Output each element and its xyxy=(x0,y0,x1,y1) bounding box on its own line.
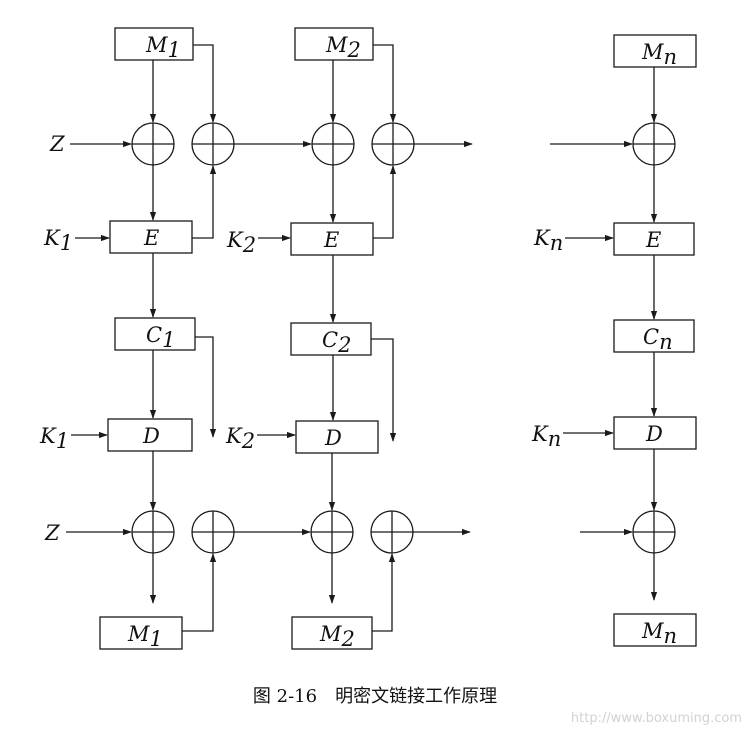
column-2: M2 E C2 D M2 xyxy=(290,27,415,651)
decrypt-box-2 xyxy=(295,420,379,454)
m1-feed-arrow xyxy=(193,44,217,123)
c2-branch-arrow xyxy=(371,338,397,442)
xor-enc-2a xyxy=(311,122,355,166)
mn-input-box xyxy=(613,34,697,68)
xor-enc-1a xyxy=(131,122,175,166)
xor-dec-2a xyxy=(310,510,354,554)
decrypt-label-n: D xyxy=(645,422,663,446)
c2-cipher-box xyxy=(290,322,372,356)
c1-branch-arrow xyxy=(195,336,217,438)
mn-input-label: Mn xyxy=(641,40,677,69)
z-label-encrypt: Z xyxy=(49,132,65,156)
encrypt-label-n: E xyxy=(645,228,661,252)
decrypt-box-n xyxy=(613,416,697,450)
xor-dec-2b xyxy=(370,510,414,554)
kn-label-encrypt: Kn xyxy=(533,226,563,255)
k1-label-encrypt: K1 xyxy=(43,226,73,255)
m1-input-box xyxy=(114,27,194,61)
cn-cipher-label: Cn xyxy=(643,325,673,354)
z-label-decrypt: Z xyxy=(44,521,60,545)
mn-output-label: Mn xyxy=(641,619,677,648)
xor-enc-2b xyxy=(371,122,415,166)
cn-cipher-box xyxy=(613,319,695,353)
k2-label-encrypt: K2 xyxy=(226,228,256,257)
k2-label-decrypt: K2 xyxy=(225,424,255,453)
m2-output-box xyxy=(291,616,373,650)
xor-enc-1b xyxy=(191,122,235,166)
m2-output-label: M2 xyxy=(319,622,355,651)
column-1-encryption: M1 E C1 D M1 xyxy=(99,27,235,651)
encrypt-label-1: E xyxy=(143,226,159,250)
m1-output-feedback-arrow xyxy=(182,553,217,632)
e1-feedback-arrow xyxy=(192,165,217,239)
decrypt-label-1: D xyxy=(142,424,160,448)
decrypt-label-2: D xyxy=(324,426,342,450)
m2-input-label: M2 xyxy=(325,33,361,62)
xor-enc-n xyxy=(632,122,676,166)
c1-cipher-box xyxy=(114,317,196,351)
encrypt-box-1 xyxy=(109,220,193,254)
m2-output-feedback-arrow xyxy=(372,553,396,632)
kn-label-decrypt: Kn xyxy=(531,422,561,451)
encrypt-box-2 xyxy=(290,222,374,256)
watermark-text: http://www.boxuming.com xyxy=(571,711,742,726)
m2-input-box xyxy=(294,27,374,61)
m2-feed-arrow xyxy=(373,44,397,123)
decrypt-box-1 xyxy=(107,418,193,452)
m1-output-label: M1 xyxy=(127,622,163,651)
column-n: Mn E Cn D Mn xyxy=(613,34,697,648)
encrypt-box-n xyxy=(613,222,695,256)
e2-feedback-arrow xyxy=(373,165,397,239)
mn-output-box xyxy=(613,613,697,647)
xor-dec-1b xyxy=(191,510,235,554)
m1-input-label: M1 xyxy=(145,33,181,62)
xor-dec-1a xyxy=(131,510,175,554)
xor-dec-n xyxy=(632,510,676,554)
wires xyxy=(66,44,658,632)
c2-cipher-label: C2 xyxy=(322,328,351,357)
encrypt-label-2: E xyxy=(323,228,339,252)
c1-cipher-label: C1 xyxy=(146,323,175,352)
k1-label-decrypt: K1 xyxy=(39,424,69,453)
figure-caption: 图 2-16 明密文链接工作原理 xyxy=(253,686,497,707)
m1-output-box xyxy=(99,616,183,650)
